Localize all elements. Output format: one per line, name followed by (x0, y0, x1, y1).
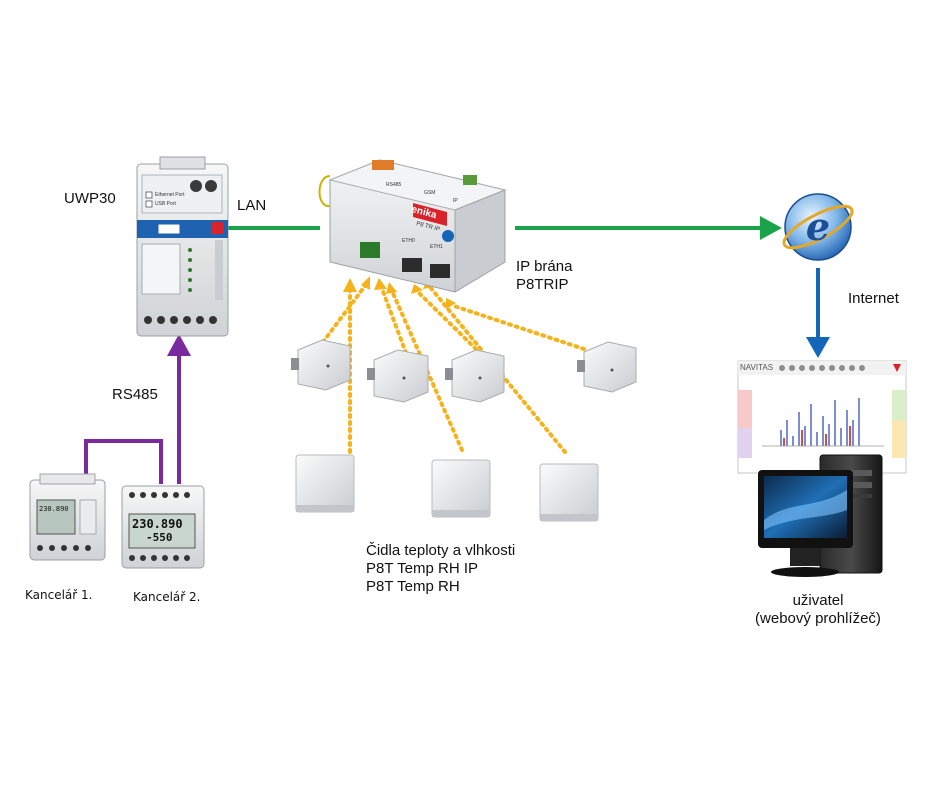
sensor-ip-3 (445, 349, 505, 403)
internet-link-arrowhead (760, 216, 782, 240)
sensors-label-line1: Čidla teploty a vlhkosti (366, 542, 516, 559)
user-label-line2: (webový prohlížeč) (755, 610, 881, 627)
sensor-ip-1 (291, 339, 351, 391)
meter1-display: 230.890 (39, 505, 69, 513)
meter2-display: 230.890 (132, 517, 183, 531)
gateway-port-gsm: GSM (424, 190, 436, 196)
sensor-wall-2 (431, 459, 491, 518)
gateway-label-line2: P8TRIP (516, 276, 569, 293)
internet-label: Internet (848, 290, 899, 307)
sensor-wall-1 (295, 454, 355, 513)
svg-text:e: e (806, 204, 830, 249)
uwp-eth-label: Ethernet Port (155, 192, 185, 198)
web-dashboard-logo: NAVITAS (740, 363, 774, 372)
user-label-line1: uživatel (792, 592, 844, 609)
gateway-port-rs485: RS485 (386, 182, 402, 188)
meter-office-1 (29, 473, 106, 561)
rs485-bus (84, 334, 191, 484)
lan-label: LAN (237, 197, 267, 214)
sensors-label-line3: P8T Temp RH (366, 578, 460, 595)
gateway-port-eth0: ETH0 (402, 238, 415, 244)
internet-down-arrowhead (806, 337, 830, 358)
meter-office-2 (121, 485, 205, 569)
uwp30-label: UWP30 (64, 190, 116, 207)
sensor-ip-2 (367, 349, 429, 403)
office-1-label: Kancelář 1. (25, 588, 93, 602)
gateway-port-eth1: ETH1 (430, 244, 443, 250)
uwp30-device (136, 156, 229, 337)
user-computer (758, 454, 883, 577)
p8trip-gateway (318, 159, 507, 293)
rs485-label: RS485 (112, 386, 158, 403)
sensor-ip-4 (577, 341, 637, 393)
uwp-usb-label: USB Port (155, 201, 176, 207)
meter2-display-sub: -550 (146, 531, 173, 544)
sensor-wall-3 (539, 463, 599, 522)
gateway-port-ip: IP (453, 198, 458, 204)
web-dashboard (737, 360, 907, 474)
gateway-label-line1: IP brána (516, 258, 573, 275)
office-2-label: Kancelář 2. (133, 590, 201, 604)
internet-explorer-icon: e (782, 193, 854, 261)
sensors-label-line2: P8T Temp RH IP (366, 560, 478, 577)
